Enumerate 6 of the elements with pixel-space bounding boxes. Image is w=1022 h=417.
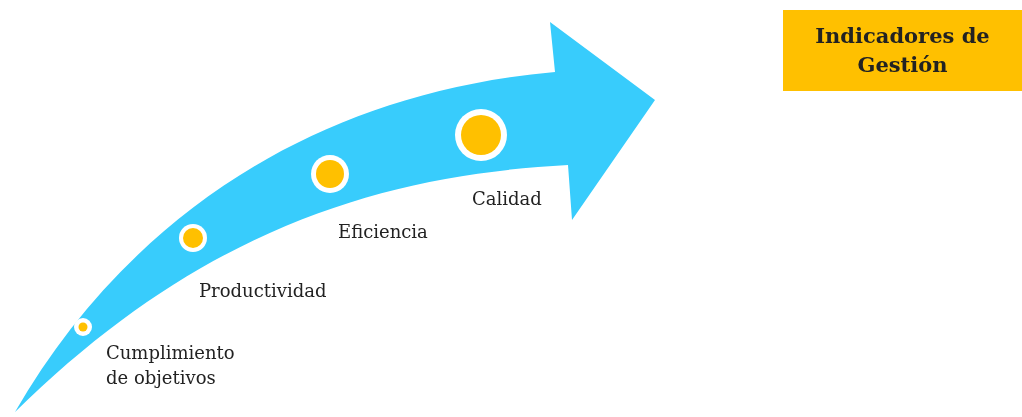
milestone-label: Productividad [199,279,327,303]
milestone-label: Cumplimiento de objetivos [106,341,236,391]
milestone-label: Calidad [472,187,542,211]
heading-text: Indicadores de Gestión [814,22,991,79]
heading-box [783,10,1022,91]
milestone-label: Eficiencia [338,220,428,244]
